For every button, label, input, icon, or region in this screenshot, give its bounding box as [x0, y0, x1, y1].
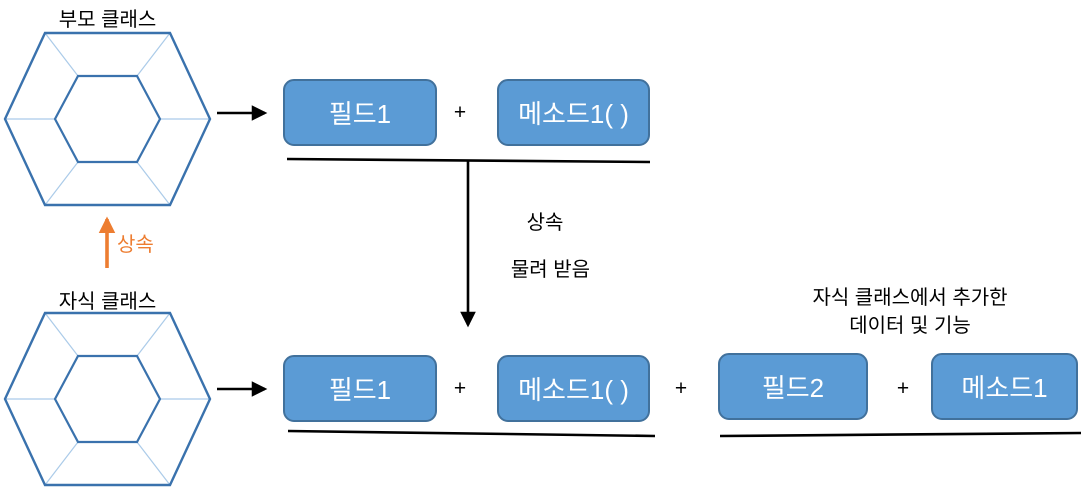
child-added-note-line2: 데이터 및 기능 — [849, 315, 971, 337]
parent-class-hexagon — [3, 31, 212, 207]
parent-method-box: 메소드1( ) — [497, 79, 650, 146]
child-method1-box: 메소드1( ) — [497, 355, 650, 422]
plus-operator: + — [453, 101, 467, 124]
child-field1-box: 필드1 — [283, 355, 437, 422]
parent-members-underline — [286, 157, 651, 164]
inheritance-up-label: 상속 — [117, 234, 154, 256]
passed-down-label: 물려 받음 — [510, 259, 591, 281]
plus-operator: + — [453, 377, 467, 400]
child-class-label: 자식 클래스 — [58, 291, 157, 313]
child-inherited-underline — [287, 429, 656, 438]
hexagon-inner — [53, 354, 162, 444]
child-added-note: 자식 클래스에서 추가한 데이터 및 기능 — [750, 284, 1070, 340]
hexagon-outer — [3, 31, 212, 207]
hexagon-outer — [3, 311, 212, 487]
child-class-hexagon — [3, 311, 212, 487]
parent-field-box: 필드1 — [283, 79, 437, 146]
hexagon-connector-lines — [5, 312, 210, 486]
plus-operator: + — [896, 377, 910, 400]
child-added-underline — [719, 431, 1082, 438]
parent-class-label: 부모 클래스 — [58, 9, 157, 31]
child-added-note-line1: 자식 클래스에서 추가한 — [812, 287, 1008, 309]
hexagon-inner — [53, 74, 162, 164]
child-field2-box: 필드2 — [718, 353, 868, 420]
inherit-down-label: 상속 — [526, 212, 564, 234]
plus-operator: + — [674, 377, 688, 400]
child-added-method-box: 메소드1 — [931, 353, 1078, 420]
hexagon-connector-lines — [5, 32, 210, 206]
